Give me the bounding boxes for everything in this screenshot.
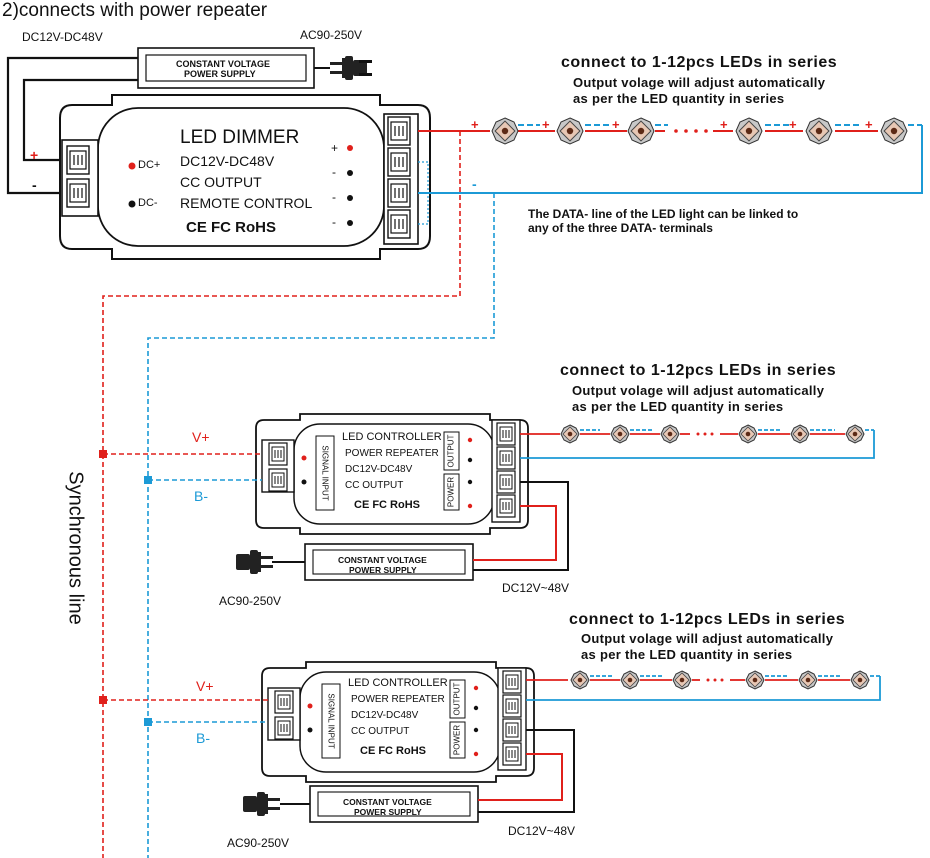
- svg-text:+: +: [789, 117, 797, 132]
- repeater1-power-tag: POWER: [446, 476, 456, 508]
- repeater1-line2: POWER REPEATER: [345, 448, 439, 459]
- repeater1-series-sub2: as per the LED quantity in series: [572, 399, 784, 414]
- dimmer-voltage: DC12V-DC48V: [180, 153, 275, 169]
- dimmer-certs: CE FC RoHS: [186, 219, 276, 236]
- svg-text:+: +: [865, 117, 873, 132]
- repeater2-output-tag: OUTPUT: [452, 682, 462, 716]
- repeater1-line4: CC OUTPUT: [345, 480, 404, 491]
- led-chip-icon: [491, 117, 519, 145]
- repeater2-series-sub1: Output volage will adjust automatically: [581, 631, 834, 646]
- svg-text:+: +: [612, 117, 620, 132]
- repeater1-line1: LED CONTROLLER: [342, 431, 442, 443]
- data-note-1: The DATA- line of the LED light can be l…: [528, 207, 799, 221]
- repeater2-ac-plug-icon: [243, 792, 280, 816]
- svg-text:+: +: [720, 117, 728, 132]
- repeater1-line3: DC12V-DC48V: [345, 464, 413, 475]
- repeater1-dc-label: DC12V~48V: [502, 581, 570, 595]
- led-chip-icon: [735, 117, 763, 145]
- repeater2-psu-label-2: POWER SUPPLY: [354, 807, 422, 817]
- power-repeater-2: [261, 661, 535, 783]
- repeater2-line4: CC OUTPUT: [351, 726, 410, 737]
- repeater2-power-tag: POWER: [452, 724, 462, 756]
- repeater2-series-sub2: as per the LED quantity in series: [581, 647, 793, 662]
- dimmer-mode: CC OUTPUT: [180, 174, 262, 190]
- repeater2-psu-label-1: CONSTANT VOLTAGE: [343, 797, 432, 807]
- top-series-sub2: as per the LED quantity in series: [573, 91, 785, 106]
- synchronous-line-label: Synchronous line: [64, 471, 87, 625]
- dimmer-control: REMOTE CONTROL: [180, 195, 313, 211]
- dimmer-dc-minus: DC-: [138, 197, 158, 209]
- repeater2-signal-input: SIGNAL INPUT: [326, 693, 336, 749]
- dimmer-input-terminal-minus: [66, 178, 90, 208]
- top-psu-label-2: POWER SUPPLY: [184, 69, 256, 79]
- repeater1-ac-plug-icon: [236, 550, 273, 574]
- repeater1-output-tag: OUTPUT: [446, 434, 456, 468]
- data-note-2: any of the three DATA- terminals: [528, 221, 713, 235]
- top-ac-input-label: AC90-250V: [300, 28, 363, 42]
- repeater2-line3: DC12V-DC48V: [351, 710, 419, 721]
- repeater1-psu-label-1: CONSTANT VOLTAGE: [338, 555, 427, 565]
- top-ac-plug-icon: [330, 56, 367, 80]
- led-chip-icon: [556, 117, 584, 145]
- dimmer-input-terminal-plus: [66, 145, 90, 175]
- led-chip-icon: [805, 117, 833, 145]
- svg-text:+: +: [331, 141, 338, 155]
- repeater2-b-minus: B-: [196, 730, 210, 746]
- repeater2-ac-label: AC90-250V: [227, 836, 290, 850]
- svg-text:-: -: [32, 177, 37, 193]
- svg-text:-: -: [472, 176, 477, 192]
- dimmer-dc-plus: DC+: [138, 159, 161, 171]
- led-chip-icon: [627, 117, 655, 145]
- svg-text:-: -: [332, 215, 336, 229]
- repeater2-certs: CE FC RoHS: [360, 745, 426, 757]
- repeater1-b-minus: B-: [194, 488, 208, 504]
- power-repeater-1: [255, 413, 529, 535]
- svg-text:+: +: [542, 117, 550, 132]
- repeater2-series-title: connect to 1-12pcs LEDs in series: [569, 611, 846, 628]
- diagram-title: 2)connects with power repeater: [2, 0, 268, 21]
- svg-text:-: -: [332, 190, 336, 204]
- svg-text:+: +: [471, 117, 479, 132]
- repeater1-ac-label: AC90-250V: [219, 594, 282, 608]
- repeater1-certs: CE FC RoHS: [354, 499, 420, 511]
- top-dc-input-label: DC12V-DC48V: [22, 30, 103, 44]
- repeater1-series-sub1: Output volage will adjust automatically: [572, 383, 825, 398]
- svg-text:+: +: [30, 147, 38, 163]
- repeater2-v-plus: V+: [196, 678, 214, 694]
- svg-text:-: -: [332, 165, 336, 179]
- top-psu-label-1: CONSTANT VOLTAGE: [176, 59, 270, 69]
- repeater1-v-plus: V+: [192, 429, 210, 445]
- repeater1-psu-label-2: POWER SUPPLY: [349, 565, 417, 575]
- repeater2-line1: LED CONTROLLER: [348, 677, 448, 689]
- led-chip-icon: [880, 117, 908, 145]
- top-series-title: connect to 1-12pcs LEDs in series: [561, 54, 838, 71]
- repeater1-signal-input: SIGNAL INPUT: [320, 445, 330, 501]
- top-series-sub1: Output volage will adjust automatically: [573, 75, 826, 90]
- repeater2-dc-label: DC12V~48V: [508, 824, 576, 838]
- dimmer-name: LED DIMMER: [180, 127, 300, 148]
- repeater1-series-title: connect to 1-12pcs LEDs in series: [560, 362, 837, 379]
- repeater2-line2: POWER REPEATER: [351, 694, 445, 705]
